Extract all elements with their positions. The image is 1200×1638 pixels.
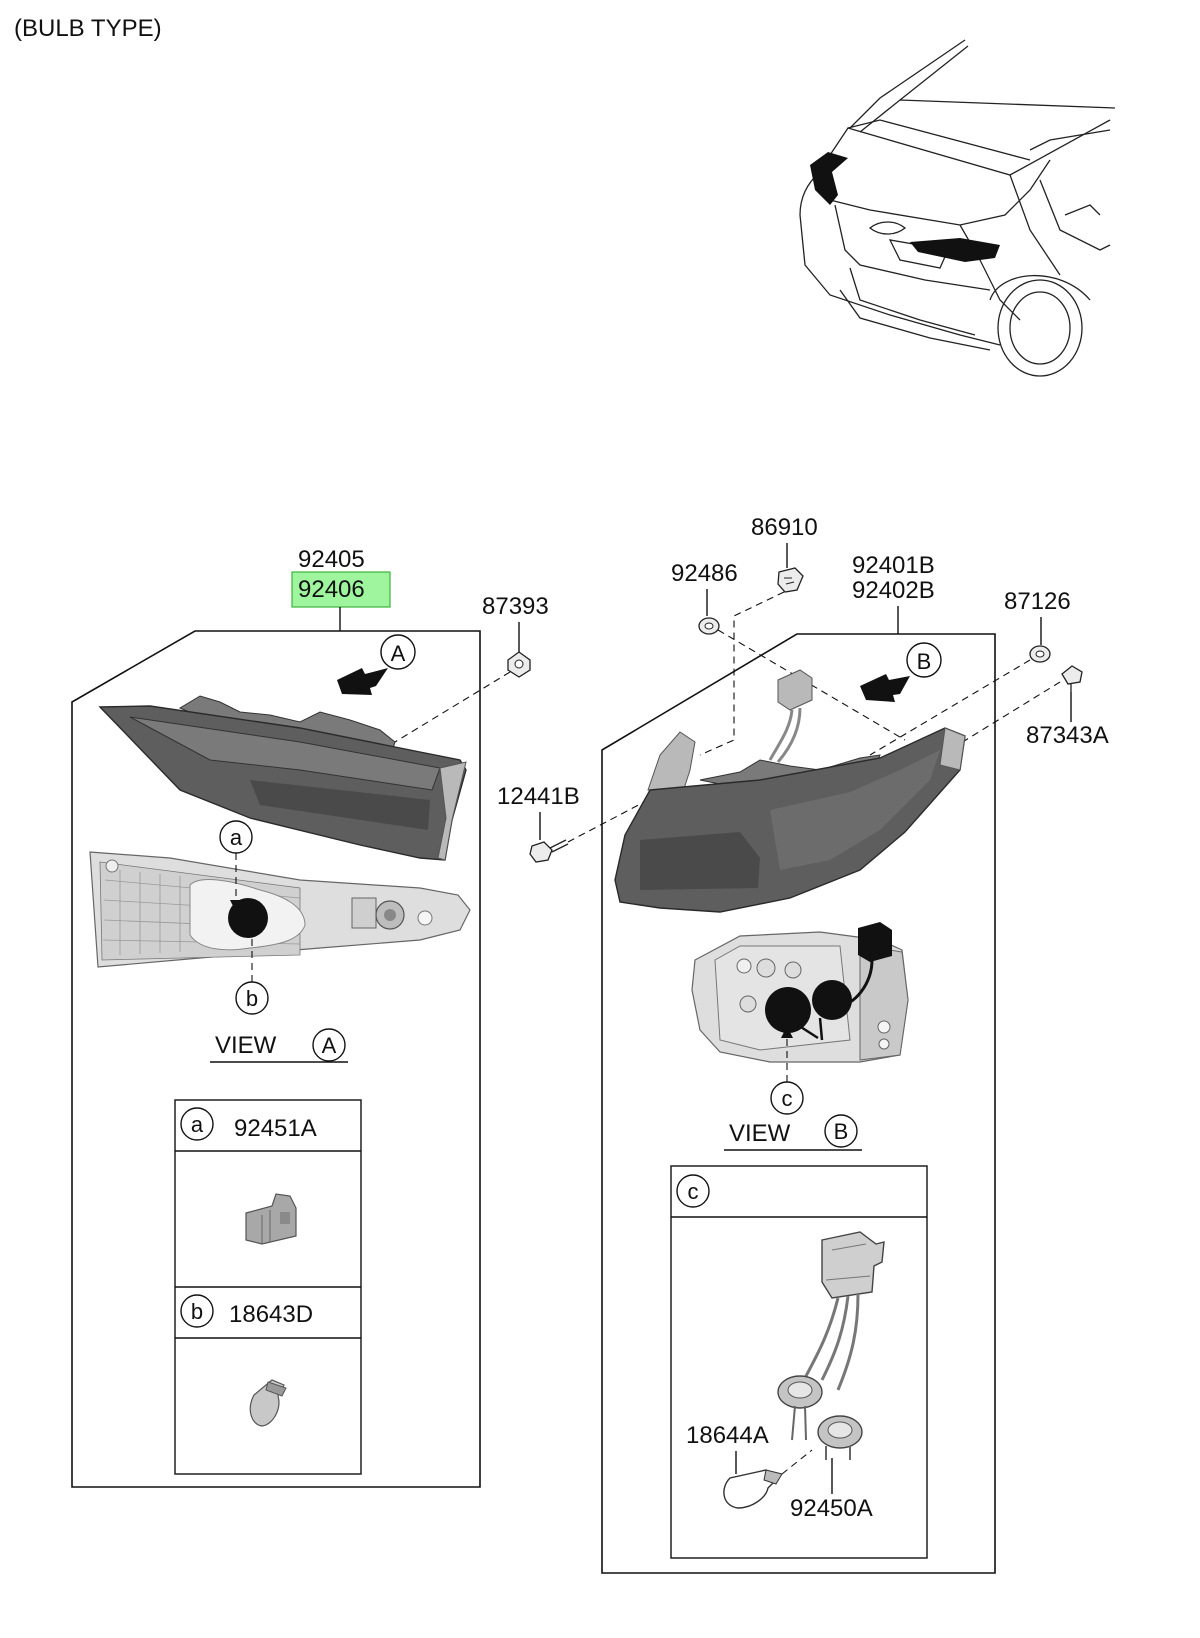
socket-wiring-92450A-icon xyxy=(777,1231,885,1460)
view-a-caption-word: VIEW xyxy=(215,1032,277,1059)
legend-c-circle xyxy=(676,1174,710,1208)
inner-lamp-rear-view xyxy=(89,851,471,968)
part-label-92401B: 92401B xyxy=(852,552,935,579)
part-label-18644A: 18644A xyxy=(686,1422,769,1449)
part-label-92405: 92405 xyxy=(298,546,365,573)
legend-a-circle xyxy=(180,1107,214,1141)
view-a-marker-letter: A xyxy=(391,641,406,666)
legend-table-c xyxy=(670,1165,928,1559)
view-b-caption-circle xyxy=(824,1114,858,1148)
legend-part-92451A: 92451A xyxy=(234,1115,317,1142)
bolt-12441B-icon xyxy=(529,839,569,863)
nut-87393-icon xyxy=(507,651,531,678)
outer-lamp-rear-view xyxy=(691,922,909,1063)
callout-b-letter: b xyxy=(246,986,258,1011)
nut-87126-icon xyxy=(1029,645,1051,663)
part-label-87126: 87126 xyxy=(1004,588,1071,615)
view-a-caption-letter: A xyxy=(322,1033,337,1058)
callout-a-letter: a xyxy=(230,825,243,850)
view-b-marker-circle xyxy=(906,642,942,678)
legend-table-a-b xyxy=(174,1099,362,1475)
part-label-92406: 92406 xyxy=(298,576,365,603)
view-b-marker-letter: B xyxy=(917,649,932,674)
bulb-18643D-icon xyxy=(249,1379,287,1427)
part-label-87393: 87393 xyxy=(482,593,549,620)
legend-a-letter: a xyxy=(191,1112,204,1137)
part-label-92402B: 92402B xyxy=(852,577,935,604)
inner-lamp-illustration xyxy=(98,695,467,861)
direction-arrow-a xyxy=(337,668,388,695)
part-label-12441B: 12441B xyxy=(497,783,580,810)
direction-arrow-b xyxy=(860,674,910,702)
view-b-caption-word: VIEW xyxy=(729,1120,791,1147)
part-label-92450A: 92450A xyxy=(790,1495,873,1522)
legend-c-letter: c xyxy=(688,1179,699,1204)
view-b-caption-letter: B xyxy=(834,1119,849,1144)
diagram-title: (BULB TYPE) xyxy=(14,15,162,42)
callout-c-circle xyxy=(770,1081,804,1115)
view-a-caption-circle xyxy=(312,1028,346,1062)
callout-c-letter: c xyxy=(782,1086,793,1111)
legend-part-18643D: 18643D xyxy=(229,1301,313,1328)
highlight-box-92406 xyxy=(291,571,391,608)
screw-87343A-icon xyxy=(1061,665,1083,692)
view-a-marker-circle xyxy=(380,634,416,670)
clip-92486-icon xyxy=(698,617,720,635)
bulb-18644A-icon xyxy=(723,1469,783,1509)
part-label-92486: 92486 xyxy=(671,560,738,587)
right-assembly-frame xyxy=(601,633,996,1574)
outer-lamp-illustration xyxy=(614,669,966,913)
socket-92451A-icon xyxy=(245,1193,297,1245)
screw-86910-icon xyxy=(777,567,804,593)
left-assembly-frame xyxy=(71,630,481,1488)
legend-b-letter: b xyxy=(191,1299,203,1324)
part-label-87343A: 87343A xyxy=(1026,722,1109,749)
part-label-86910: 86910 xyxy=(751,514,818,541)
vehicle-rear-view-illustration xyxy=(799,39,1116,377)
legend-b-circle xyxy=(180,1294,214,1328)
